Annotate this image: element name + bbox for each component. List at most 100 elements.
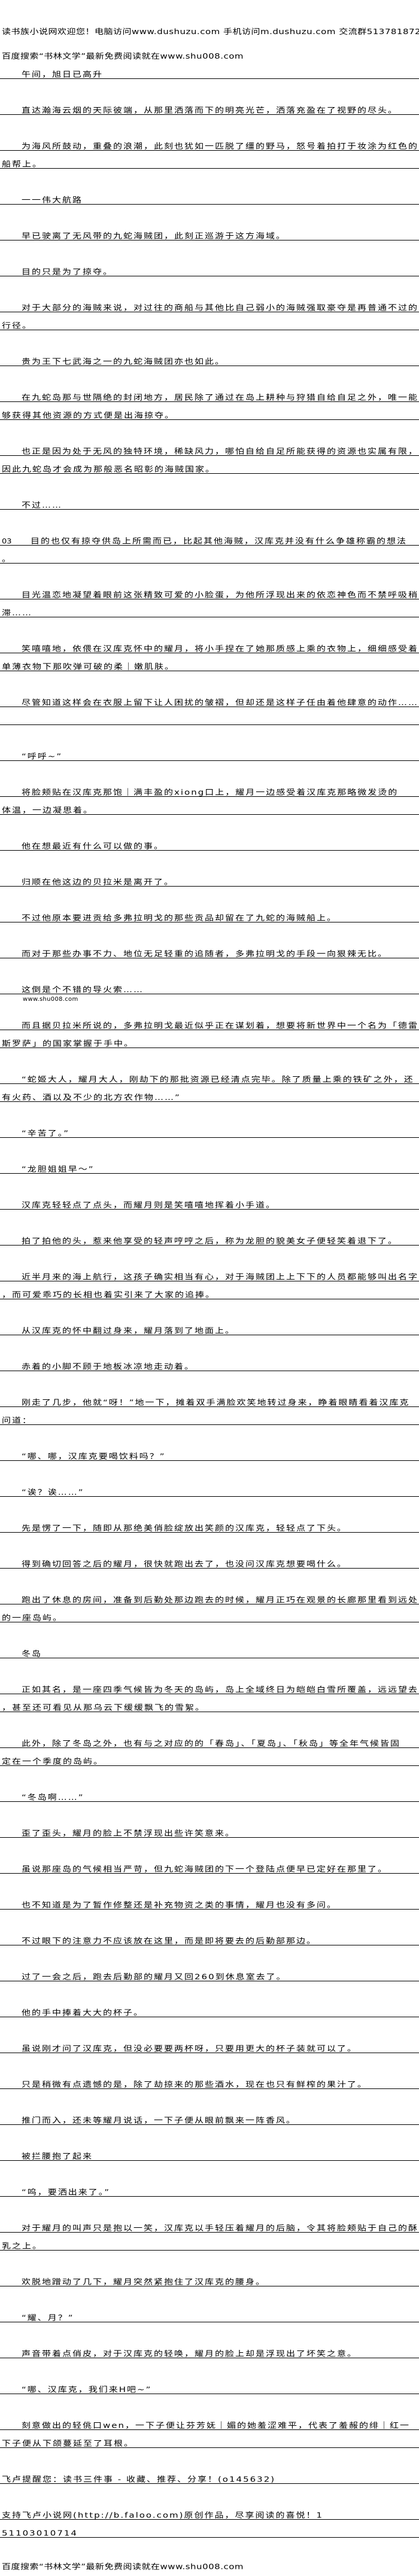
text-line: 。 (0, 546, 419, 564)
paragraph: 过了一会之后，跑去后勤部的耀月又回260到休息室去了。 (0, 1945, 419, 1981)
text-line (0, 707, 419, 725)
paragraph: “耀、月？” (0, 2286, 419, 2322)
line-text: 午间，旭日已高升 (22, 69, 104, 79)
paragraph: 不过眼下的注意力不应该放在这里，而是即将要去的后勤部那边。 (0, 1910, 419, 1945)
line-text: 汉库克轻轻点了点头，而耀月则是笑嘻嘻地挥着小手道。 (22, 1200, 277, 1210)
line-text: 有火药、酒以及不少的北方农作物……” (2, 1092, 181, 1102)
line-text: 将脸颊贴在汉库克那饱｜满丰盈的xiong口上，耀月一边感受着汉库克那略微发烫的 (22, 787, 399, 797)
paragraph: 对于耀月的叫声只是抱以一笑，汉库克以手轻压着耀月的后脑，令其将脸颊贴于自己的酥乳… (0, 2197, 419, 2251)
line-text: “辛苦了。” (22, 1128, 70, 1138)
line-text: 只是稍微有点遗憾的是，除了劫掠来的那些酒水，现在也只有鲜榨的果汁了。 (22, 2079, 368, 2089)
paragraph: 目的只是为了掠夺。 (0, 240, 419, 276)
text-line: 支持飞卢小说网(http://b.faloo.com)原创作品，尽享阅读的喜悦！… (0, 2502, 419, 2520)
text-line: 拍了拍他的头，惹来他享受的轻声哼哼之后，称为龙胆的貌美女子便轻笑着退下了。 (0, 1228, 419, 1246)
line-text: 不过…… (22, 500, 63, 510)
line-text: 问道： (2, 1415, 33, 1425)
text-line: 的一座岛屿。 (0, 1604, 419, 1622)
text-line: 汉库克轻轻点了点头，而耀月则是笑嘻嘻地挥着小手道。 (0, 1192, 419, 1210)
line-text: 尽管知道这样会在衣服上留下让人困扰的皱褶，但却还是这样子任由着他肆意的动作…… (22, 698, 419, 707)
line-text: 在九蛇岛那与世隔绝的封闭地方，居民除了通过在岛上耕种与狩猎自给自足之外，唯一能 (22, 392, 419, 402)
paragraph: 拍了拍他的头，惹来他享受的轻声哼哼之后，称为龙胆的貌美女子便轻笑着退下了。 (0, 1210, 419, 1246)
paragraph: “诶？诶……” (0, 1461, 419, 1497)
text-line: 虽说刚才问了汉库克，但没必要要两杯呀，只要用更大的杯子装就可以了。 (0, 2035, 419, 2053)
line-text: 下子便从下颌蔓延至了耳根。 (2, 2438, 135, 2448)
text-line: “哪、哪，汉库克要喝饮料吗？” (0, 1443, 419, 1461)
line-text: 而对于那些办事不力、地位无足轻重的追随者，多弗拉明戈的手段一向狠辣无比。 (22, 949, 388, 958)
text-line: 从汉库克的怀中翻过身来，耀月落到了地面上。 (0, 1317, 419, 1335)
text-line: 正如其名，是一座四季气候皆为冬天的岛屿，岛上全域终日为皑皑白雪所覆盖，远远望去 (0, 1676, 419, 1694)
line-text: “耀、月？” (22, 2313, 74, 2322)
paragraph: “呜，要洒出来了。” (0, 2161, 419, 2197)
line-text: 这倒是个不错的导火索…… (22, 985, 144, 994)
paragraph: “蛇姬大人，耀月大人，刚劫下的那批资源已经清点完毕。除了质量上乘的铁矿之外，还有… (0, 1048, 419, 1102)
paragraph: 而对于那些办事不力、地位无足轻重的追随者，多弗拉明戈的手段一向狠辣无比。 (0, 922, 419, 958)
chapter-body: 午间，旭日已高升直达瀚海云烟的天际彼端，从那里洒落而下的明亮光芒，洒落充盈在了视… (0, 43, 419, 2538)
line-number-prefix: 03 (2, 538, 12, 546)
paragraph: 只是稍微有点遗憾的是，除了劫掠来的那些酒水，现在也只有鲜榨的果汁了。 (0, 2053, 419, 2089)
paragraph: 欢脱地蹭动了几下，耀月突然紧抱住了汉库克的腰身。 (0, 2251, 419, 2286)
text-line: 他在想最近有什么可以做的事。 (0, 833, 419, 851)
line-text: 飞卢提醒您：读书三件事 - 收藏、推荐、分享！(o145632) (2, 2474, 276, 2484)
line-text: 因此九蛇岛才会成为那般恶名昭彰的海贼国家。 (2, 464, 216, 474)
line-text: 单薄衣物下那吹弹可破的柔｜嫩肌肤。 (2, 662, 175, 671)
line-text: 笑嘻嘻地，依偎在汉库克怀中的耀月，将小手捏在了她那质感上乘的衣物上，细细感受着 (22, 644, 419, 653)
text-line: ，甚至还可看见从那乌云下缓缓飘飞的雪絮。 (0, 1694, 419, 1712)
line-text: 贵为王下七武海之一的九蛇海贼团亦也如此。 (22, 357, 226, 366)
text-line: 此外，除了冬岛之外，也有与之对应的的「春岛」、「夏岛」、「秋岛」等全年气候皆固 (0, 1730, 419, 1748)
line-text: 而且据贝拉米所说的，多弗拉明戈最近似乎正在谋划着，想要将新世界中一个名为「德雷 (22, 1021, 419, 1030)
text-line: 问道： (0, 1407, 419, 1425)
text-line: 只是稍微有点遗憾的是，除了劫掠来的那些酒水，现在也只有鲜榨的果汁了。 (0, 2071, 419, 2089)
line-text: 够获得其他资源的方式便是出海掠夺。 (2, 410, 175, 420)
paragraph: “龙胆姐姐早～” (0, 1138, 419, 1174)
line-text: 也不知道是为了暂作修整还是补充物资之类的事情，耀月也没有多问。 (22, 1900, 338, 1910)
line-text: 推门而入，还未等耀月说话，一下子便从眼前飘来一阵香风。 (22, 2115, 297, 2125)
line-text: ，甚至还可看见从那乌云下缓缓飘飞的雪絮。 (2, 1703, 206, 1712)
line-text: 。 (2, 554, 13, 564)
text-line: “耀、月？” (0, 2304, 419, 2322)
text-line: 贵为王下七武海之一的九蛇海贼团亦也如此。 (0, 348, 419, 366)
paragraph: 直达瀚海云烟的天际彼端，从那里洒落而下的明亮光芒，洒落充盈在了视野的尽头。 (0, 79, 419, 115)
line-text: 目的只是为了掠夺。 (22, 267, 114, 276)
text-line: “辛苦了。” (0, 1120, 419, 1138)
line-text: 此外，除了冬岛之外，也有与之对应的的「春岛」、「夏岛」、「秋岛」等全年气候皆固 (22, 1738, 401, 1748)
paragraph: 笑嘻嘻地，依偎在汉库克怀中的耀月，将小手捏在了她那质感上乘的衣物上，细细感受着单… (0, 617, 419, 671)
watermark-url: www.shu008.com (23, 996, 78, 1003)
paragraph: www.shu008.com 而且据贝拉米所说的，多弗拉明戈最近似乎正在谋划着，想… (0, 994, 419, 1048)
text-line: 而且据贝拉米所说的，多弗拉明戈最近似乎正在谋划着，想要将新世界中一个名为「德雷 (0, 1012, 419, 1030)
text-line: 声音带着点俏皮，对于汉库克的轻唤，耀月的脸上却是浮现出了坏笑之意。 (0, 2340, 419, 2358)
paragraph: 早已驶离了无风带的九蛇海贼团，此刻正巡游于这方海域。 (0, 205, 419, 240)
line-text: ，而可爱乖巧的长相也着实引来了大家的追捧。 (2, 1290, 216, 1299)
line-text: 直达瀚海云烟的天际彼端，从那里洒落而下的明亮光芒，洒落充盈在了视野的尽头。 (22, 105, 399, 115)
line-text: 对于大部分的海贼来说，对过往的商船与其他比自己弱小的海贼强取豪夺是再普通不过的 (22, 303, 419, 312)
paragraph: 刻意做出的轻佻口wen，一下子便让芬芳妩｜媚的她羞涩难平，代表了羞赧的绯｜红一下… (0, 2394, 419, 2448)
line-text: 的一座岛屿。 (2, 1613, 63, 1622)
text-line: 过了一会之后，跑去后勤部的耀月又回260到休息室去了。 (0, 1963, 419, 1981)
text-line: 不过…… (0, 492, 419, 510)
text-line: 他的手中捧着大大的杯子。 (0, 1999, 419, 2017)
paragraph: “呼呼~” (0, 725, 419, 761)
text-line: 也正是因为处于无风的独特环境，稀缺风力，哪怕自给自足所能获得的资源也实属有限， (0, 438, 419, 456)
text-line: “哪、汉库克，我们来H吧~” (0, 2376, 419, 2394)
paragraph: 将脸颊贴在汉库克那饱｜满丰盈的xiong口上，耀月一边感受着汉库克那略微发烫的体… (0, 761, 419, 815)
line-text: “蛇姬大人，耀月大人，刚劫下的那批资源已经清点完毕。除了质量上乘的铁矿之外，还 (22, 1074, 414, 1084)
line-text: 歪了歪头，耀月的脸上不禁浮现出些许笑意来。 (22, 1828, 236, 1838)
paragraph: 午间，旭日已高升 (0, 43, 419, 79)
text-line: 斯罗萨」的国家掌握于手中。 (0, 1030, 419, 1048)
paragraph: 目光温恋地凝望着眼前这张精致可爱的小脸蛋，为他所浮现出来的依恋神色而不禁呼吸稍滞… (0, 564, 419, 617)
paragraph: 贵为王下七武海之一的九蛇海贼团亦也如此。 (0, 330, 419, 366)
text-line: 体温，一边凝思着。 (0, 797, 419, 815)
line-text: “呜，要洒出来了。” (22, 2187, 111, 2197)
line-text: 不过他原本要进贡给多弗拉明戈的那些贡品却留在了九蛇的海贼船上。 (22, 913, 338, 922)
paragraph: 这倒是个不错的导火索…… (0, 958, 419, 994)
paragraph: 声音带着点俏皮，对于汉库克的轻唤，耀月的脸上却是浮现出了坏笑之意。 (0, 2322, 419, 2358)
text-line: 近半月来的海上航行，这孩子确实相当有心，对于海贼团上上下下的人员都能够叫出名字 (0, 1263, 419, 1281)
line-text: 为海风所鼓动，重叠的浪潮，此刻也犹如一匹脱了缰的野马，怒号着拍打于妆涂为红色的 (22, 141, 419, 151)
line-text: 也正是因为处于无风的独特环境，稀缺风力，哪怕自给自足所能获得的资源也实属有限， (22, 446, 419, 456)
paragraph: 一一伟大航路 (0, 169, 419, 205)
line-text: 对于耀月的叫声只是抱以一笑，汉库克以手轻压着耀月的后脑，令其将脸颊贴于自己的酥 (22, 2223, 419, 2233)
paragraph: “冬岛啊……” (0, 1766, 419, 1802)
paragraph: 对于大部分的海贼来说，对过往的商船与其他比自己弱小的海贼强取豪夺是再普通不过的行… (0, 276, 419, 330)
line-text: 赤着的小脚不顾于地板冰凉地走动着。 (22, 1362, 195, 1371)
text-line: “诶？诶……” (0, 1479, 419, 1497)
text-line: 目的只是为了掠夺。 (0, 258, 419, 276)
